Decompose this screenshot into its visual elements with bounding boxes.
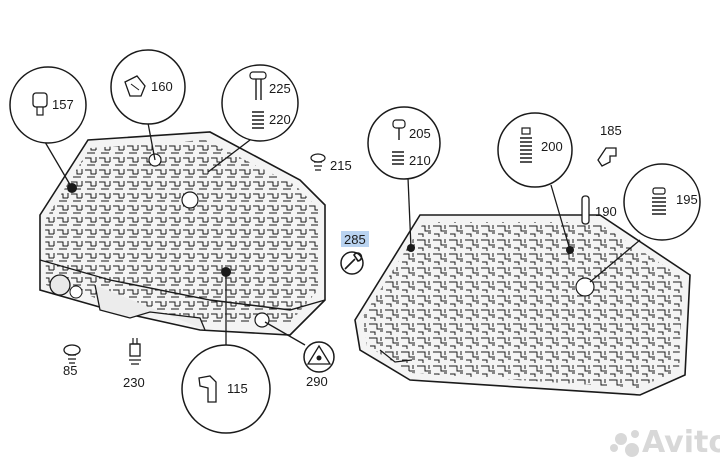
valve-plate-right [354,214,691,396]
label-115: 115 [227,381,248,396]
label-190: 190 [595,204,617,219]
callout-205-210[interactable]: 205 210 [367,106,441,180]
part-215[interactable]: 215 [310,153,352,173]
part-185[interactable]: 185 [597,123,622,167]
watermark-text: Avito [642,425,720,460]
part-285[interactable]: 285 [340,231,369,275]
wrench-icon [344,252,363,270]
screw-icon [310,153,326,171]
bracket-icon [597,147,617,167]
label-195: 195 [676,192,698,207]
avito-logo-icon [610,430,639,457]
label-285: 285 [344,232,366,247]
rod-icon [581,195,590,225]
valve-icon [392,119,406,140]
callout-200[interactable]: 200 [497,112,573,188]
spring-icon [252,111,264,129]
part-230[interactable]: 230 [123,338,145,390]
callout-160[interactable]: 160 [110,49,186,125]
spring-icon [392,151,404,165]
part-85[interactable]: 85 [63,344,81,378]
callout-157[interactable]: 157 [9,66,87,144]
label-290: 290 [306,374,328,389]
callout-115[interactable]: 115 [181,344,271,434]
bolt-icon [63,344,81,364]
spring-icon [520,127,532,163]
label-230: 230 [123,375,145,390]
part-290[interactable]: 290 [303,341,335,389]
watermark: Avito [610,425,720,460]
pin-icon [249,71,267,100]
label-205: 205 [409,126,431,141]
leader-lines [44,122,641,346]
label-225: 225 [269,81,291,96]
label-285-highlight [341,231,369,247]
clip-icon [124,75,146,97]
label-85: 85 [63,363,77,378]
clip-icon [198,375,217,403]
valve-body-left [39,131,326,336]
label-200: 200 [541,139,563,154]
callout-225-220[interactable]: 225 220 [221,64,299,142]
filter-icon [306,344,332,365]
label-210: 210 [409,153,431,168]
label-220: 220 [269,112,291,127]
label-160: 160 [151,79,173,94]
plug-icon [32,92,48,116]
label-157: 157 [52,97,74,112]
label-185: 185 [600,123,622,138]
label-215: 215 [330,158,352,173]
part-190[interactable]: 190 [581,195,617,225]
spring-icon [652,187,666,215]
callout-195[interactable]: 195 [623,163,701,241]
stud-icon [129,338,141,365]
